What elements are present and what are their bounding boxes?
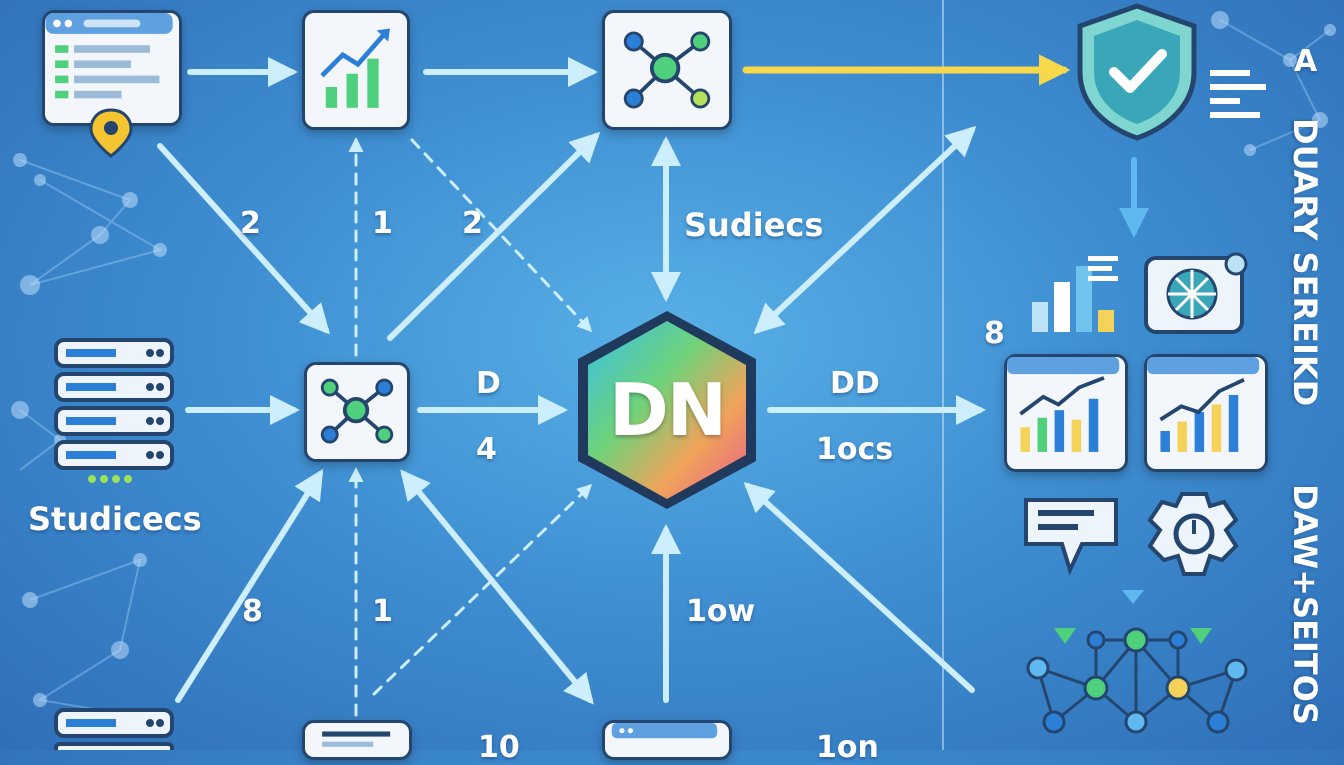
edge-chart-to-hub: [410, 138, 593, 333]
node-label-studicecs: Studicecs: [28, 500, 202, 538]
dashboard-chart-card-2[interactable]: [1144, 354, 1268, 472]
bar-chart-icon: [1028, 252, 1124, 334]
edge-label-1-top: 1: [372, 206, 393, 241]
map-pin-icon: [88, 108, 134, 158]
edge-label-d: D: [476, 366, 501, 401]
edge-label-2-right: 2: [462, 206, 483, 241]
trend-chart-icon: [1147, 357, 1260, 452]
document-list-icon: [1022, 494, 1120, 576]
security-shield-icon[interactable]: [1070, 2, 1204, 142]
hub-label: DN: [608, 368, 727, 452]
hub-hexagon-shape: [578, 311, 756, 509]
panel-vertical-title-bottom: DAW+SEITOS: [1286, 484, 1324, 725]
panel-label-8: 8: [984, 316, 1005, 351]
trend-chart-icon: [1007, 357, 1120, 452]
document-node-bottom[interactable]: [302, 720, 412, 760]
edge-label-dd: DD: [830, 366, 880, 401]
edge-browser-to-midnode: [157, 143, 331, 335]
settings-gear-icon[interactable]: [1142, 490, 1246, 578]
edge-midnode-to-bottomnode: [400, 469, 594, 705]
edge-label-4: 4: [476, 432, 497, 467]
server-stack-icon-left[interactable]: [52, 336, 178, 486]
document-icon: [322, 731, 391, 747]
web-globe-icon: [1144, 252, 1248, 334]
network-icon: [320, 378, 394, 444]
line-chart-icon: [320, 28, 390, 108]
text-lines-icon: [1208, 66, 1272, 126]
browser-node-bottom[interactable]: [602, 720, 732, 760]
panel-label-a: A: [1294, 44, 1318, 79]
edge-bottomright-to-hub: [743, 481, 975, 693]
browser-window-icon: [611, 723, 718, 739]
browser-window-icon: [45, 13, 173, 99]
edge-label-1ocs: 1ocs: [816, 432, 894, 467]
central-hub[interactable]: DN: [572, 305, 762, 515]
edge-bottomdoc-to-hub: [372, 483, 593, 696]
analytics-chart-node[interactable]: [302, 10, 410, 130]
edge-bottomleft-to-midnode: [175, 468, 324, 703]
edge-label-1ow: 1ow: [686, 594, 756, 629]
network-graph-node-top[interactable]: [602, 10, 732, 130]
edge-label-1on: 1on: [816, 730, 879, 765]
network-icon: [623, 31, 711, 109]
edge-label-sudiecs: Sudiecs: [684, 206, 824, 244]
edge-label-10: 10: [478, 730, 520, 765]
edge-midnode-to-topnet: [387, 131, 601, 341]
edge-label-2-left: 2: [240, 206, 261, 241]
panel-divider: [942, 0, 944, 750]
network-graph-node-mid[interactable]: [304, 362, 410, 462]
server-stack-icon-bottom[interactable]: [52, 706, 178, 756]
edge-panel-to-hub: [753, 125, 977, 335]
dashboard-chart-card-1[interactable]: [1004, 354, 1128, 472]
edge-label-1-bottom: 1: [372, 594, 393, 629]
knowledge-graph-icon: [1014, 582, 1276, 750]
edge-label-8: 8: [242, 594, 263, 629]
panel-vertical-title-top: DUARY SEREIKD: [1286, 118, 1324, 407]
